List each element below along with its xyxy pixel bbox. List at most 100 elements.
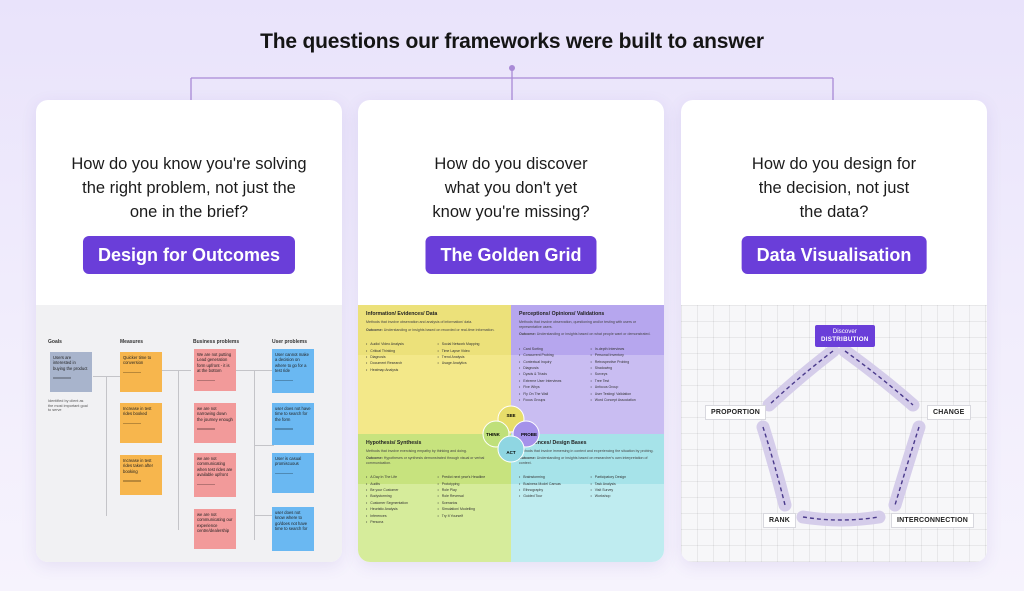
method-list: Brainstorming Participatory DesignBusines… — [519, 475, 656, 498]
quadrant-description: Methods that involve exercising empathy … — [366, 448, 467, 453]
quadrant-outcome: Outcome: Understanding or insights based… — [519, 456, 648, 465]
board-connector — [161, 370, 191, 371]
sticky-user-problem: User cannot make a decision on where to … — [272, 349, 314, 393]
sticky-user-problem: user does not know where to go/does not … — [272, 507, 314, 551]
method-item: Heuristic Analysis — [366, 507, 432, 511]
quadrant-information: Information/ Evidences/ Data Methods tha… — [358, 305, 511, 434]
method-item: Time Lapse Video — [438, 349, 504, 353]
method-item: Task Analysis — [591, 482, 657, 486]
sticky-business-problem: we are not communicating when test rides… — [194, 453, 236, 497]
label-rank: RANK — [763, 513, 797, 528]
venn-label-probe: PROBE — [521, 432, 537, 437]
sticky-user-problem: user does not have time to search for th… — [272, 403, 314, 445]
method-item: Contextual Inquiry — [519, 360, 585, 364]
method-item: Extreme User Interviews — [519, 379, 585, 383]
method-list: A Day In The Life Predict next year's Hea… — [366, 475, 503, 524]
venn-label-act: ACT — [506, 450, 515, 455]
page-headline: The questions our frameworks were built … — [260, 30, 764, 53]
method-item: Social Network Mapping — [438, 342, 504, 346]
card-question: How do you discover what you don't yet k… — [432, 155, 590, 221]
method-item: Word Concept Association — [591, 398, 657, 402]
method-item: Persona — [366, 520, 432, 524]
board-connector — [254, 515, 274, 516]
column-business-problems: Business problems — [193, 339, 240, 345]
quadrant-title: Experiences/ Design Bases — [519, 439, 587, 446]
method-item: Brainstorming — [519, 475, 585, 479]
method-item: Role Reversal — [438, 494, 504, 498]
quadrant-experiences: Experiences/ Design Bases Methods that i… — [511, 433, 664, 562]
quadrant-band — [358, 305, 511, 355]
column-user-problems: User problems — [272, 339, 308, 345]
method-item: Prototyping — [438, 482, 504, 486]
method-item: In-depth Interviews — [591, 347, 657, 351]
venn-act — [497, 435, 525, 462]
method-item: Heatmap Analysis — [366, 368, 432, 372]
method-item: Participatory Design — [591, 475, 657, 479]
goal-caption: Identified by client as the most importa… — [48, 399, 88, 413]
design-for-outcomes-button[interactable]: Design for Outcomes — [82, 236, 296, 274]
road-dash — [844, 350, 914, 406]
method-item: Ethnography — [519, 488, 585, 492]
method-item: Visit Survey — [591, 488, 657, 492]
method-item: Be your Customer — [366, 488, 432, 492]
data-visualisation-thumbnail: Discover DISTRIBUTION PROPORTION CHANGE … — [681, 305, 987, 562]
golden-grid-thumbnail: Information/ Evidences/ Data Methods tha… — [358, 305, 664, 562]
quadrant-description: Methods that involve observation, questi… — [519, 320, 637, 329]
sticky-business-problem: we are not narrowing down the journey en… — [194, 403, 236, 443]
data-visualisation-button[interactable]: Data Visualisation — [741, 236, 927, 274]
method-item: Bodystorming — [366, 494, 432, 498]
method-item: Audio/ Video Analysis — [366, 342, 432, 346]
column-measures: Measures — [120, 339, 144, 345]
quadrant-title: Information/ Evidences/ Data — [366, 311, 438, 317]
golden-grid-button[interactable]: The Golden Grid — [425, 236, 597, 274]
method-item: Inferences — [366, 514, 432, 518]
card-question: How do you know you're solving the right… — [71, 155, 307, 221]
method-item: Five Whys — [519, 385, 585, 389]
quadrant-outcome: Outcome: Hypotheses or synthesis demonst… — [366, 456, 485, 465]
method-item: Workshop — [591, 494, 657, 498]
method-item: Simulation/ Modelling — [438, 507, 504, 511]
method-item: Card Sorting — [519, 347, 585, 351]
road-dash — [802, 516, 880, 521]
board-connector — [254, 445, 274, 446]
label-interconnection: INTERCONNECTION — [891, 513, 975, 528]
method-item: Customer Segmentation — [366, 501, 432, 505]
quadrant-outcome: Outcome: Understanding or insights based… — [519, 332, 651, 337]
board-connector — [93, 376, 123, 377]
method-item: User Testing/ Validation — [591, 392, 657, 396]
quadrant-title: Hypothesis/ Synthesis — [366, 439, 422, 446]
method-item: Role Play — [438, 488, 504, 492]
sticky-measure: Increase in test rides taken after booki… — [120, 455, 162, 495]
sticky-goal: Users are interested in buying the produ… — [50, 352, 92, 392]
road-dash — [768, 350, 834, 406]
method-item: Document Research — [366, 361, 432, 365]
sticky-business-problem: we are not communicating our experience … — [194, 509, 236, 549]
method-item: Fly On The Wall — [519, 392, 585, 396]
quadrant-outcome: Outcome: Understanding or insights based… — [366, 327, 495, 332]
method-item: Shadowing — [591, 366, 657, 370]
method-item: Diagnosis — [519, 366, 585, 370]
road-dash — [762, 426, 786, 506]
method-item: Try It Yourself — [438, 514, 504, 518]
method-item: Retrospective Probing — [591, 360, 657, 364]
sticky-measure: Increase in test rides booked — [120, 403, 162, 443]
method-item: A Day In The Life — [366, 475, 432, 479]
card-data-visualisation: How do you design for the decision, not … — [681, 100, 987, 562]
quadrant-perceptions: Perceptions/ Opinions/ Validations Metho… — [511, 305, 664, 434]
road-dash — [894, 426, 920, 506]
road-segment — [756, 420, 792, 512]
method-item: Surveys — [591, 372, 657, 376]
quadrant-hypothesis: Hypothesis/ Synthesis Methods that invol… — [358, 433, 511, 562]
method-item: Trend Analysis — [438, 355, 504, 359]
label-distribution: Discover DISTRIBUTION — [815, 325, 875, 347]
method-list: Audio/ Video Analysis Social Network Mapp… — [366, 342, 503, 372]
sticky-measure: Quicker time to conversion — [120, 352, 162, 392]
method-item: Guided Tour — [519, 494, 585, 498]
method-item: Predict next year's Headline — [438, 475, 504, 479]
sticky-user-problem: User is casual promiscuous — [272, 453, 314, 493]
method-item: Business Model Canvas — [519, 482, 585, 486]
quadrant-description: Methods that involve immersing in contex… — [519, 448, 654, 453]
card-question: How do you design for the decision, not … — [751, 155, 917, 221]
connector-dot-top — [509, 65, 515, 71]
board-connector — [106, 376, 107, 516]
